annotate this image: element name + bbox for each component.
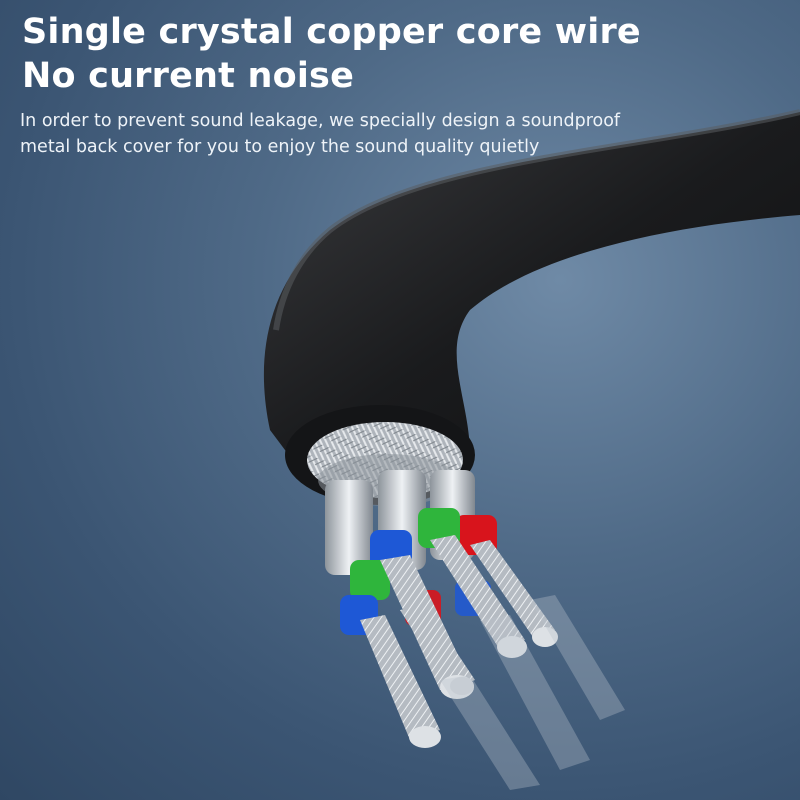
headline-line-2: No current noise — [22, 56, 355, 96]
stranded-wires — [360, 535, 558, 748]
description-text: In order to prevent sound leakage, we sp… — [20, 111, 621, 157]
wire-reflections — [440, 595, 625, 790]
headline-line-1: Single crystal copper core wire — [22, 12, 641, 52]
cable-jacket — [263, 112, 800, 475]
